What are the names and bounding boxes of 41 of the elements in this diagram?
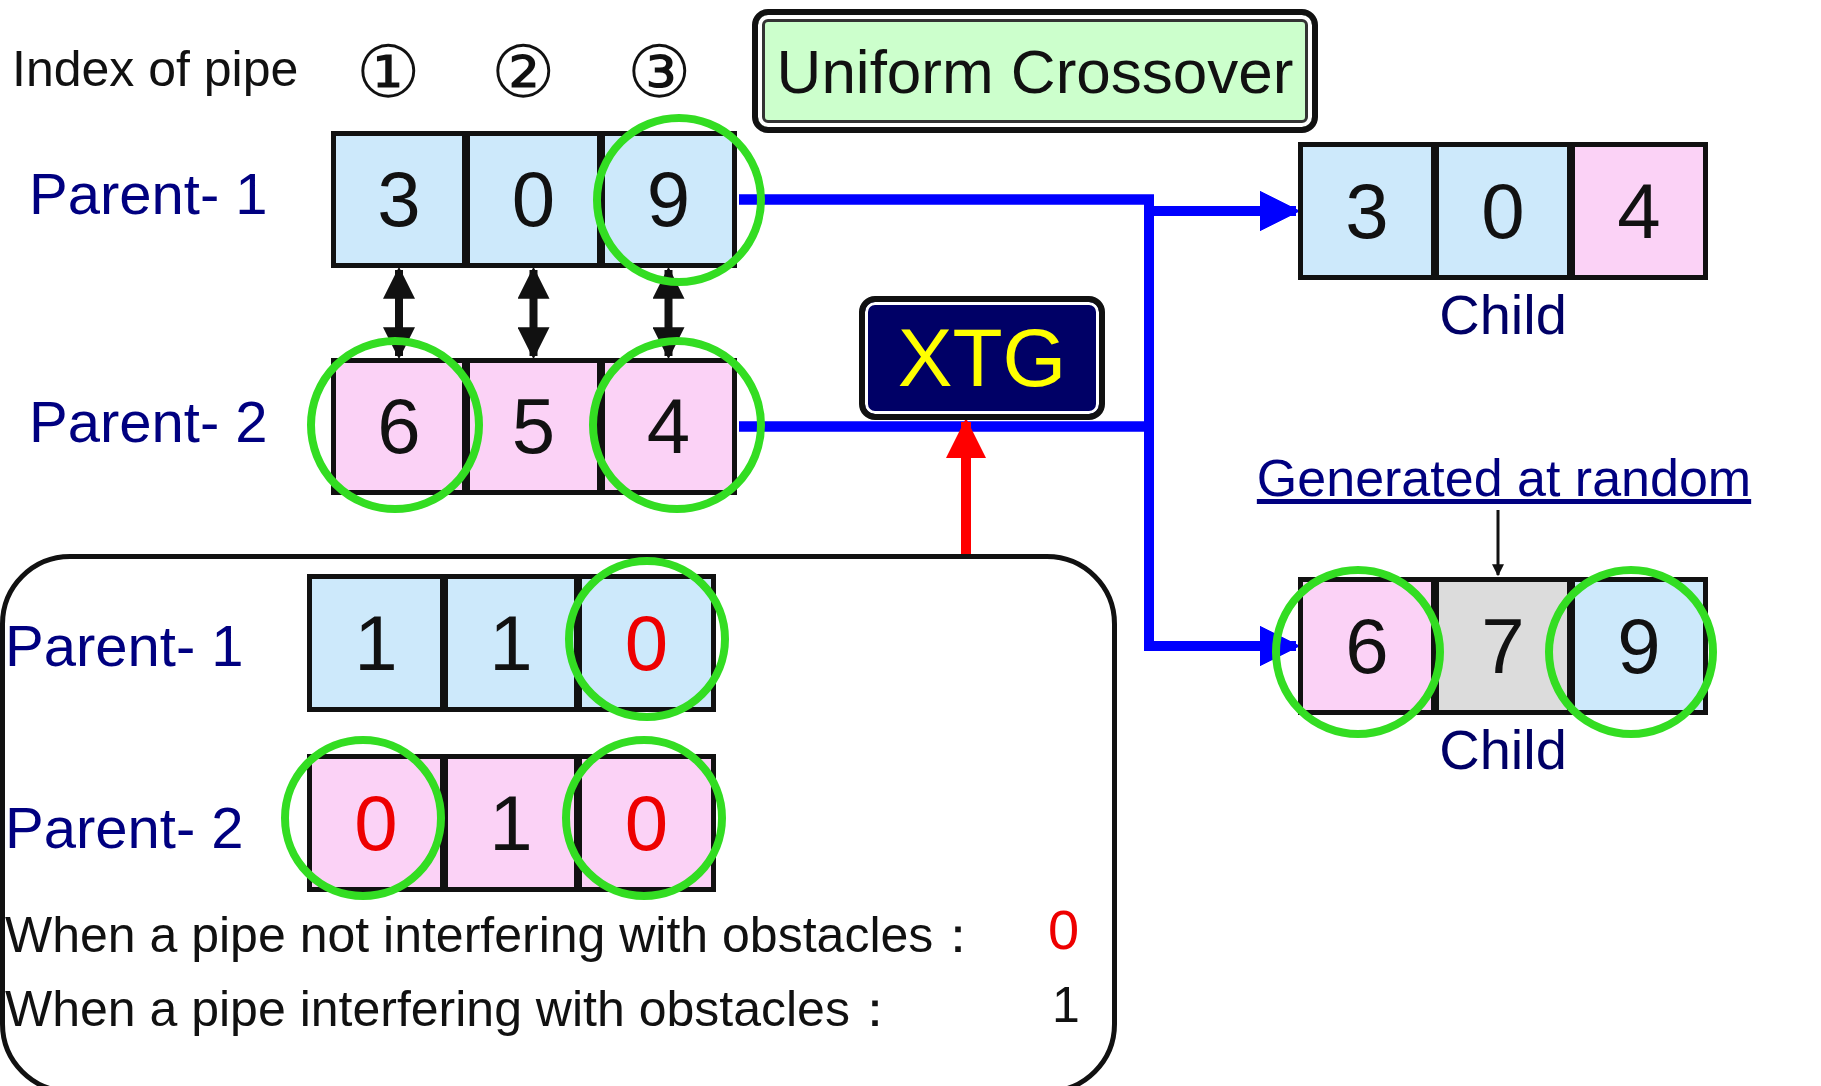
axis-label: Index of pipe — [12, 40, 299, 98]
gene-cell: 3 — [331, 131, 467, 268]
row-label: Parent- 1 — [29, 160, 268, 227]
index-number: ③ — [627, 31, 692, 114]
gene-cell: 0 — [1434, 142, 1572, 280]
title-box: Uniform Crossover — [752, 9, 1318, 133]
gene-cell: 7 — [1434, 577, 1572, 715]
gene-cell: 0 — [577, 754, 716, 892]
array-caption: Child — [1438, 282, 1568, 347]
gene-cell: 0 — [465, 131, 602, 268]
gene-cell: 9 — [1570, 577, 1708, 715]
gene-cell: 1 — [443, 574, 579, 712]
note-text: Generated at random — [1199, 448, 1809, 508]
row-label: Parent- 2 — [29, 388, 268, 455]
gene-cell: 5 — [465, 358, 602, 495]
arrow — [517, 266, 550, 360]
tool-box: XTG — [859, 296, 1105, 420]
gene-cell: 9 — [600, 131, 737, 268]
gene-cell: 1 — [307, 574, 445, 712]
index-number: ① — [356, 31, 421, 114]
gene-cell: 6 — [331, 358, 467, 495]
arrow — [946, 418, 986, 554]
gene-cell: 6 — [1298, 577, 1436, 715]
array-caption: Child — [1438, 717, 1568, 782]
legend-value: 0 — [1048, 897, 1080, 962]
row-label: Parent- 1 — [5, 612, 244, 679]
arrow — [652, 266, 685, 360]
legend-text: When a pipe not interfering with obstacles： — [5, 906, 984, 965]
gene-cell: 4 — [600, 358, 737, 495]
gene-cell: 4 — [1570, 142, 1708, 280]
gene-cell: 1 — [443, 754, 579, 892]
evaluation-panel — [0, 554, 1117, 1086]
arrow — [739, 421, 1300, 666]
gene-cell: 0 — [577, 574, 716, 712]
arrow — [1492, 510, 1504, 577]
legend-text: When a pipe interfering with obstacles： — [5, 980, 900, 1039]
legend-value: 1 — [1052, 976, 1080, 1034]
row-label: Parent- 2 — [5, 794, 244, 861]
index-number: ② — [491, 31, 556, 114]
arrow — [383, 266, 415, 360]
gene-cell: 3 — [1298, 142, 1436, 280]
